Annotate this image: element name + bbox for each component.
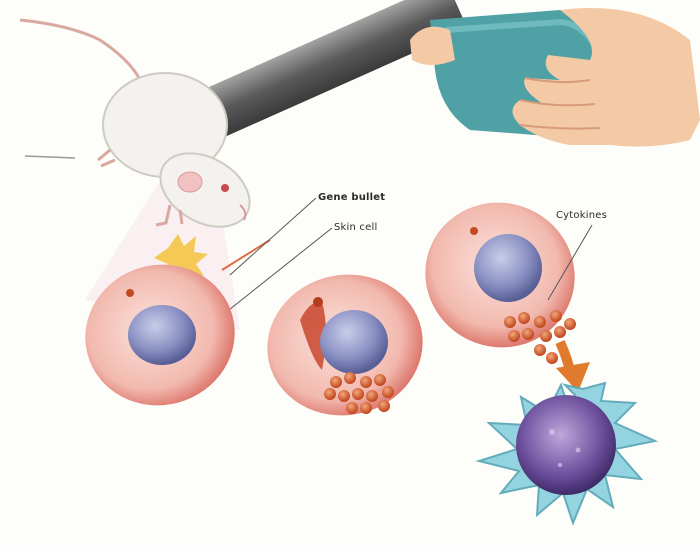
- cytokine-dot: [338, 390, 350, 402]
- skin-cell-label: Skin cell: [334, 222, 377, 233]
- cytokine-dot: [382, 386, 394, 398]
- skin-cell-2: [254, 260, 436, 429]
- cytokine-dot: [374, 374, 386, 386]
- gene-bullet-label: Gene bullet: [318, 192, 385, 203]
- cytokine-dot: [540, 330, 552, 342]
- cytokine-dot: [534, 344, 546, 356]
- cytokine-dot: [554, 326, 566, 338]
- immune-cell: [479, 383, 655, 523]
- cytokine-dot: [546, 352, 558, 364]
- cytokines-label: Cytokines: [556, 210, 607, 221]
- cytokine-dot: [360, 376, 372, 388]
- cytokine-dot: [550, 310, 562, 322]
- cytokine-dot: [534, 316, 546, 328]
- cytokine-dot: [504, 316, 516, 328]
- cytokine-dot: [518, 312, 530, 324]
- cytokine-dot: [522, 328, 534, 340]
- cytokine-dot: [508, 330, 520, 342]
- cytokine-dot: [378, 400, 390, 412]
- cytokine-dot: [564, 318, 576, 330]
- cytokine-dot: [360, 402, 372, 414]
- cytokine-dot: [352, 388, 364, 400]
- cytokine-dot: [344, 372, 356, 384]
- cytokine-dot: [330, 376, 342, 388]
- cytokine-dot: [346, 402, 358, 414]
- mouse: [20, 20, 263, 242]
- cytokine-dot: [324, 388, 336, 400]
- cytokine-dot: [366, 390, 378, 402]
